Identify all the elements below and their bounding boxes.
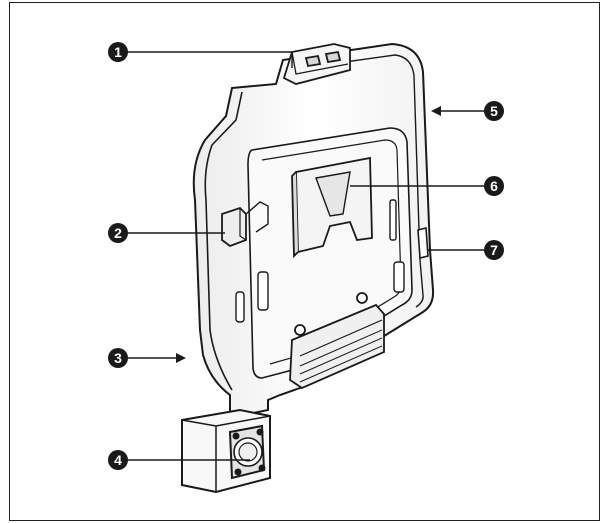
callout-4: 4 xyxy=(108,450,128,470)
v-mount-plate xyxy=(291,156,373,259)
release-lever xyxy=(282,43,351,85)
lock-latch xyxy=(221,201,269,248)
callout-label-5: 5 xyxy=(490,103,498,119)
callout-5: 5 xyxy=(484,101,504,121)
callout-1: 1 xyxy=(108,42,128,62)
leader-lines xyxy=(126,51,485,461)
callout-7: 7 xyxy=(484,240,504,260)
side-slots xyxy=(235,199,405,323)
callout-label-1: 1 xyxy=(114,44,122,60)
callout-label-3: 3 xyxy=(114,350,122,366)
arrow-5 xyxy=(431,106,441,116)
callout-label-4: 4 xyxy=(114,452,122,468)
callout-6: 6 xyxy=(484,176,504,196)
callout-2: 2 xyxy=(108,223,128,243)
xlr-housing xyxy=(181,408,271,494)
battery-terminal xyxy=(289,292,385,390)
arrow-3 xyxy=(176,353,186,363)
callout-label-7: 7 xyxy=(490,242,498,258)
callout-label-2: 2 xyxy=(114,225,122,241)
callout-3: 3 xyxy=(108,348,128,368)
callout-label-6: 6 xyxy=(490,178,498,194)
dc-connector-tab xyxy=(417,226,429,260)
leader-1 xyxy=(126,51,293,68)
leader-arrows xyxy=(176,106,441,363)
